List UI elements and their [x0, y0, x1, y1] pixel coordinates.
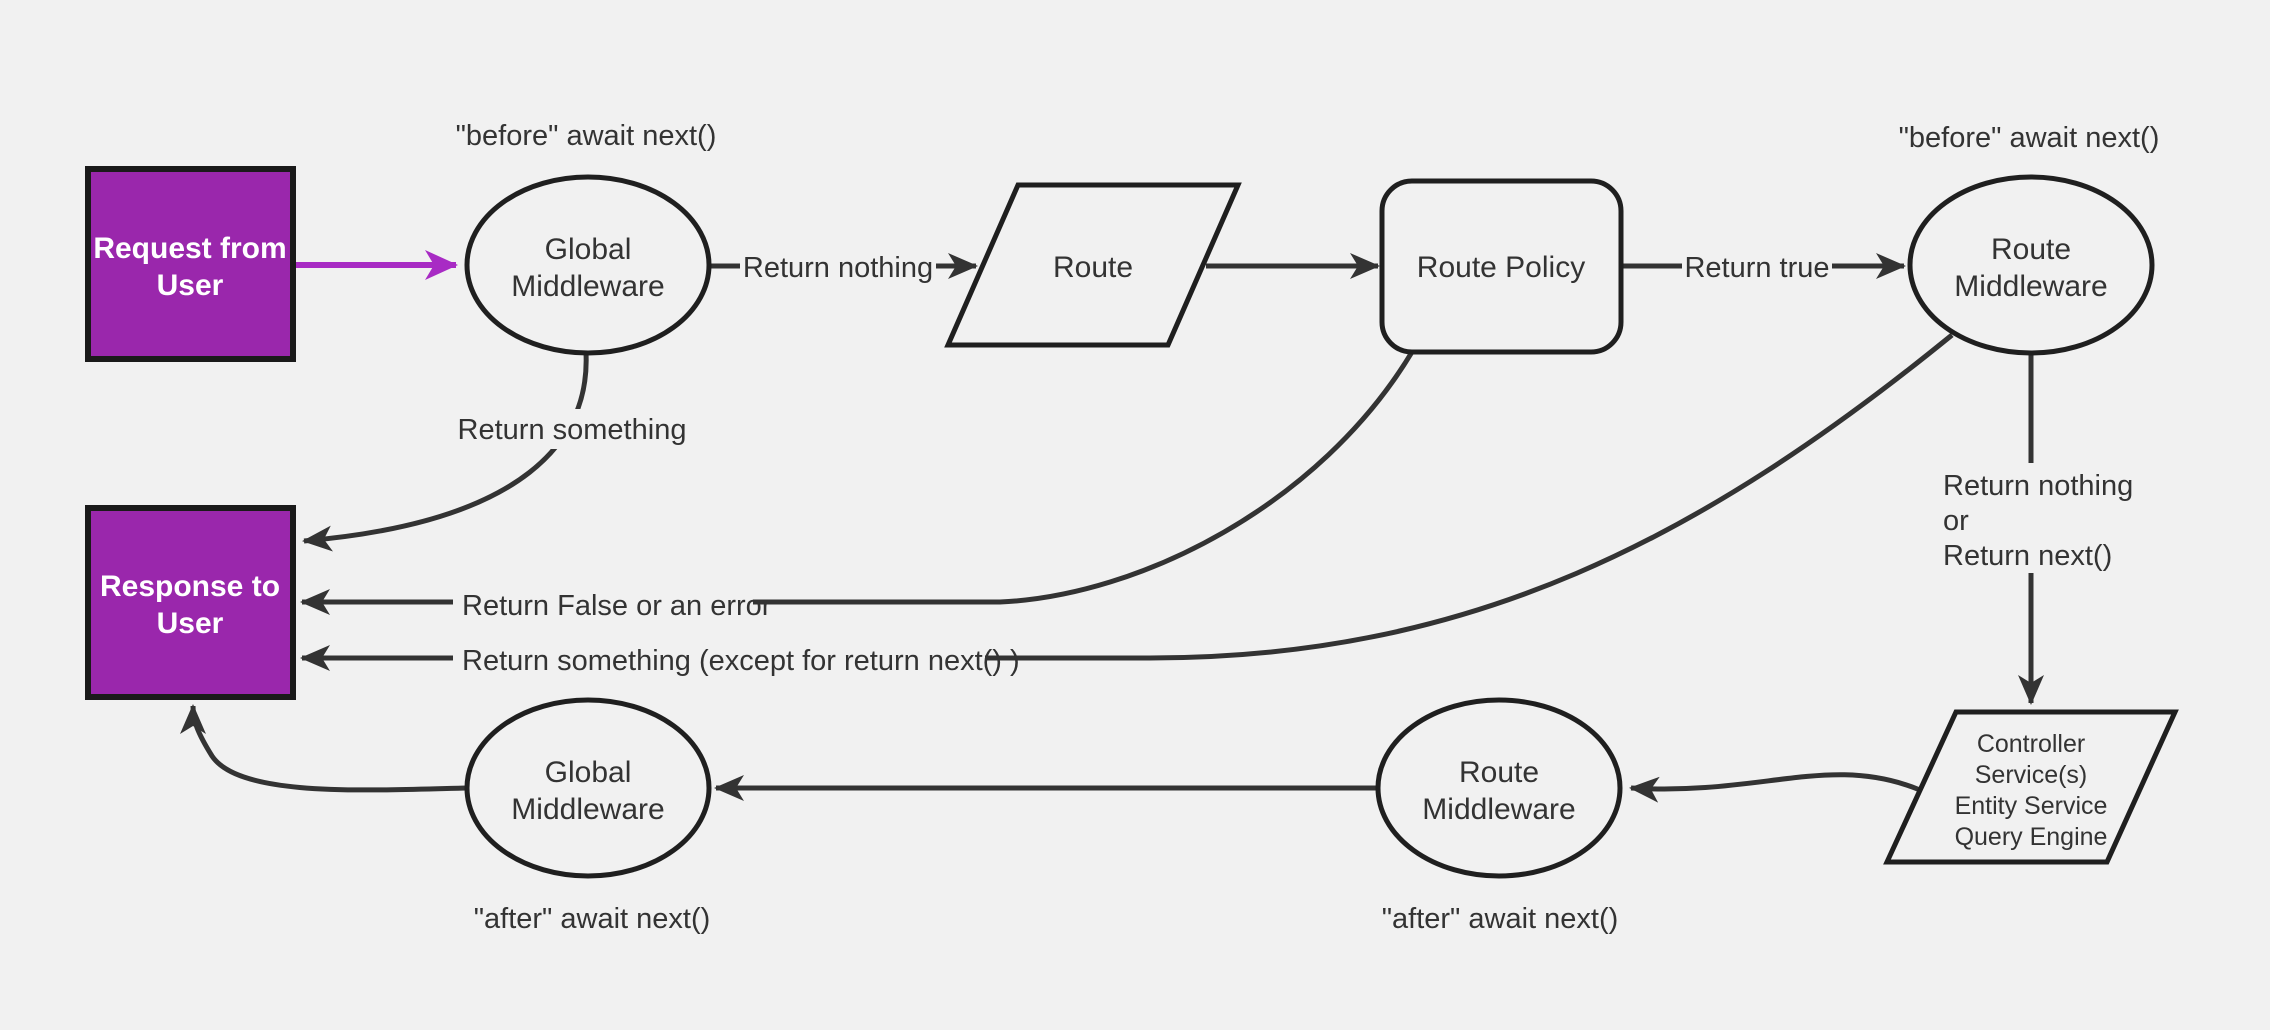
route-parallelogram: [944, 182, 1242, 348]
return-nothing-or-next-line3: Return next(): [1943, 540, 2112, 572]
route-policy-rect: [1379, 178, 1624, 355]
route-middleware-bottom-ellipse: [1375, 697, 1623, 879]
response-box: [85, 505, 296, 700]
return-something-except-label: Return something (except for return next…: [462, 645, 1020, 677]
return-false-or-error-label-bg: [453, 584, 753, 624]
before-await-next-label-right: "before" await next(): [1899, 122, 2160, 154]
controller-label-line1: Controller: [1977, 730, 2085, 758]
node-route: Route: [944, 182, 1242, 348]
return-something-label: Return something: [458, 414, 687, 446]
edge-route-policy-return-false-to-response: [300, 350, 1415, 615]
return-nothing-or-next-label-bg: [1934, 463, 2144, 573]
node-controller-services: Controller Service(s) Entity Service Que…: [1883, 709, 2179, 865]
route-middleware-bottom-label-line2: Middleware: [1422, 793, 1575, 826]
node-global-middleware-top: Global Middleware: [464, 174, 712, 356]
return-true-label: Return true: [1684, 252, 1829, 284]
route-middleware-top-ellipse: [1907, 174, 2155, 356]
route-middleware-top-label-line1: Route: [1991, 233, 2071, 266]
response-box-label-line2: User: [157, 607, 224, 640]
controller-label-line4: Query Engine: [1955, 823, 2108, 851]
edge-route-middleware-return-something-to-response: [300, 333, 1954, 671]
return-something-label-bg: [456, 409, 688, 449]
return-nothing-label-bg: [740, 247, 936, 287]
annotations: "before" await next() "before" await nex…: [456, 120, 2160, 935]
return-nothing-or-next-line1: Return nothing: [1943, 470, 2133, 502]
after-await-next-label-left: "after" await next(): [474, 903, 711, 935]
global-middleware-bottom-ellipse: [464, 697, 712, 879]
global-middleware-bottom-label-line2: Middleware: [511, 793, 664, 826]
route-middleware-top-label-line2: Middleware: [1954, 270, 2107, 303]
controller-label-line2: Service(s): [1975, 761, 2088, 789]
return-false-or-error-label: Return False or an error: [462, 590, 772, 622]
request-box-label-line2: User: [157, 269, 224, 302]
node-global-middleware-bottom: Global Middleware: [464, 697, 712, 879]
edge-controller-to-route-middleware-bottom: [1629, 772, 1921, 803]
controller-label-line3: Entity Service: [1955, 792, 2108, 820]
route-label: Route: [1053, 251, 1133, 284]
request-box: [85, 166, 296, 362]
request-box-label-line1: Request from: [93, 232, 286, 265]
response-box-label-line1: Response to: [100, 570, 280, 603]
route-policy-label: Route Policy: [1417, 251, 1585, 284]
after-await-next-label-right: "after" await next(): [1382, 903, 1619, 935]
global-middleware-top-label-line2: Middleware: [511, 270, 664, 303]
node-route-policy: Route Policy: [1379, 178, 1624, 355]
before-await-next-label-left: "before" await next(): [456, 120, 717, 152]
return-nothing-label: Return nothing: [743, 252, 933, 284]
route-middleware-bottom-label-line1: Route: [1459, 756, 1539, 789]
controller-parallelogram: [1883, 709, 2179, 865]
return-something-except-label-bg: [453, 639, 985, 679]
global-middleware-top-ellipse: [464, 174, 712, 356]
node-request-from-user: Request from User: [85, 166, 296, 362]
node-route-middleware-top: Route Middleware: [1907, 174, 2155, 356]
node-route-middleware-bottom: Route Middleware: [1375, 697, 1623, 879]
global-middleware-top-label-line1: Global: [545, 233, 632, 266]
edge-global-middleware-return-something-to-response: [302, 352, 589, 552]
node-response-to-user: Response to User: [85, 505, 296, 700]
global-middleware-bottom-label-line1: Global: [545, 756, 632, 789]
edge-labels: Return nothing Return true Return someth…: [453, 247, 2144, 679]
return-true-label-bg: [1682, 247, 1832, 287]
return-nothing-or-next-line2: or: [1943, 505, 1969, 537]
edge-global-middleware-bottom-to-response: [180, 704, 468, 793]
